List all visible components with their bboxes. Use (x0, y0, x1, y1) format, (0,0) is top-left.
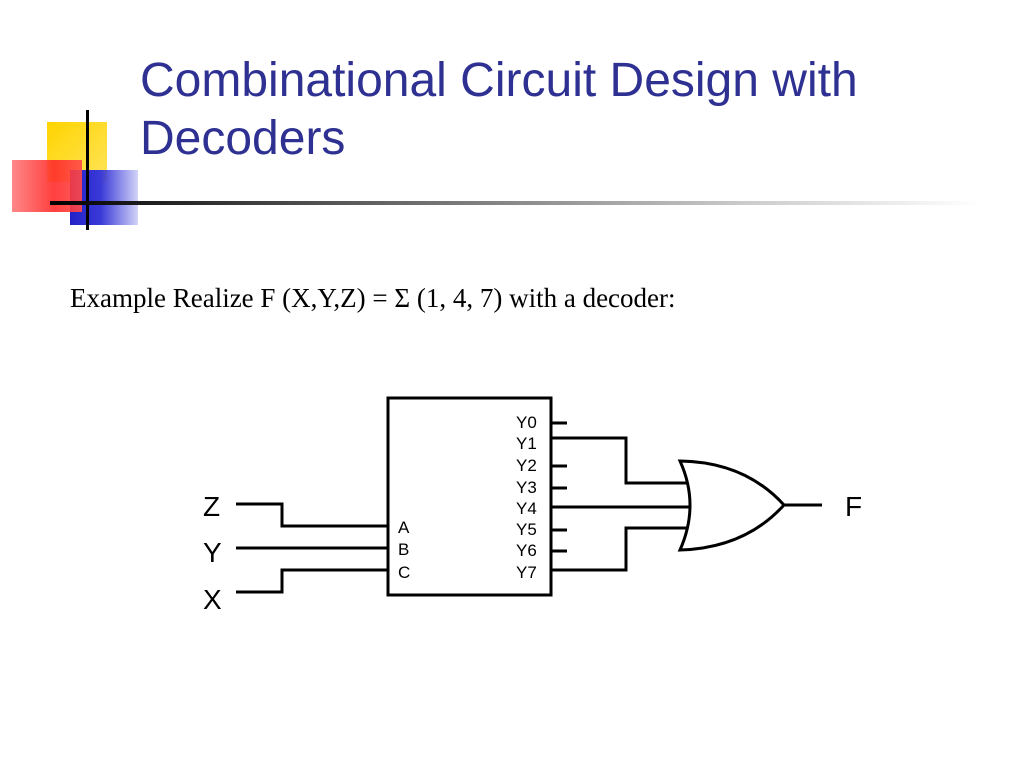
wire-y1-to-or (551, 436, 693, 485)
example-text: Example Realize F (X,Y,Z) = Σ (1, 4, 7) … (70, 283, 676, 313)
input-label-y: Y (203, 537, 222, 568)
decoder-block (386, 396, 553, 597)
title-underline (50, 201, 980, 205)
decoder-output-y7: Y7 (516, 563, 537, 582)
decoder-output-y1: Y1 (516, 434, 537, 453)
decoder-output-y0: Y0 (516, 413, 537, 432)
wire-z-to-a (236, 502, 388, 528)
decoder-output-y4: Y4 (516, 499, 537, 518)
slide-title-line-2: Decoders (140, 112, 346, 165)
decoder-output-y3: Y3 (516, 478, 537, 497)
wire-y7-to-or (551, 526, 693, 572)
wire-x-to-c (236, 568, 388, 594)
slide-title-line-1: Combinational Circuit Design with (140, 54, 858, 107)
input-label-x: X (203, 584, 222, 615)
logo-vertical-line (86, 110, 89, 230)
decoder-output-y5: Y5 (516, 520, 537, 539)
decoder-output-y6: Y6 (516, 541, 537, 560)
output-label-f: F (845, 491, 862, 522)
decoder-input-c: C (398, 563, 410, 582)
slide-title: Combinational Circuit Design with Decode… (140, 52, 1010, 168)
or-gate (677, 459, 787, 552)
decoder-input-b: B (398, 540, 409, 559)
decoder-output-y2: Y2 (516, 456, 537, 475)
input-label-z: Z (203, 491, 220, 522)
slide-logo-decoration (0, 0, 140, 240)
decoder-input-a: A (398, 518, 410, 537)
